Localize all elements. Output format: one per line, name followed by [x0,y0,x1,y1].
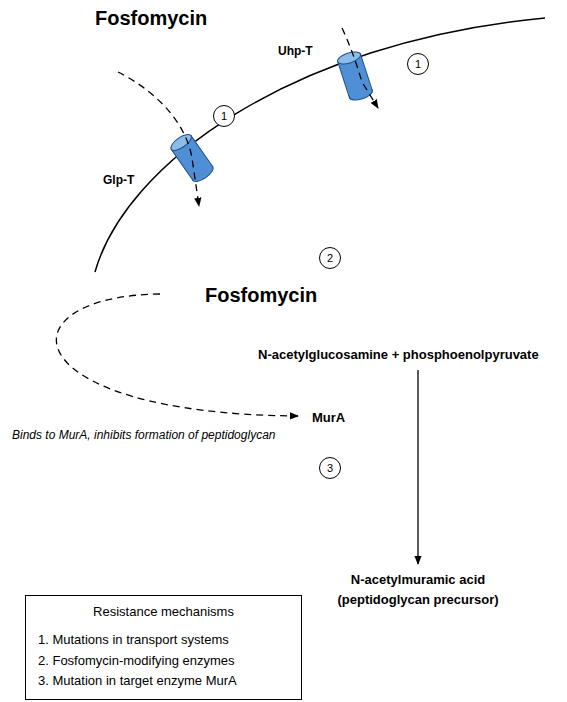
callout-text: 2 [327,253,333,264]
callout-number: 1 [407,53,429,75]
callout-number: 2 [319,247,341,269]
callout-number: 1 [213,105,235,127]
label: N-acetylglucosamine + phosphoenolpyruvat… [258,347,539,363]
label: Fosfomycin [205,283,317,307]
callout-text: 3 [327,463,333,474]
label: Glp-T [103,173,134,187]
uhp-t-transporter [336,49,374,102]
callout-text: 1 [221,111,227,122]
list-item: 2. Fosfomycin-modifying enzymes [38,653,289,669]
list-item: 3. Mutation in target enzyme MurA [38,673,289,689]
list-item: 1. Mutations in transport systems [38,632,289,648]
label: Uhp-T [278,44,313,58]
box-heading: Resistance mechanisms [38,604,289,620]
membrane [95,18,545,272]
callout-text: 1 [415,59,421,70]
note: Binds to MurA, inhibits formation of pep… [12,428,275,442]
callout-number: 3 [319,457,341,479]
glp-t-transporter [168,131,215,184]
label: N-acetylmuramic acid [351,572,485,588]
label: Fosfomycin [95,6,207,30]
reaction-arrow [417,370,418,564]
label: MurA [312,410,345,426]
label: (peptidoglycan precursor) [337,592,498,608]
uptake-path [342,28,378,108]
legend-box: Resistance mechanisms 1. Mutations in tra… [25,595,302,700]
